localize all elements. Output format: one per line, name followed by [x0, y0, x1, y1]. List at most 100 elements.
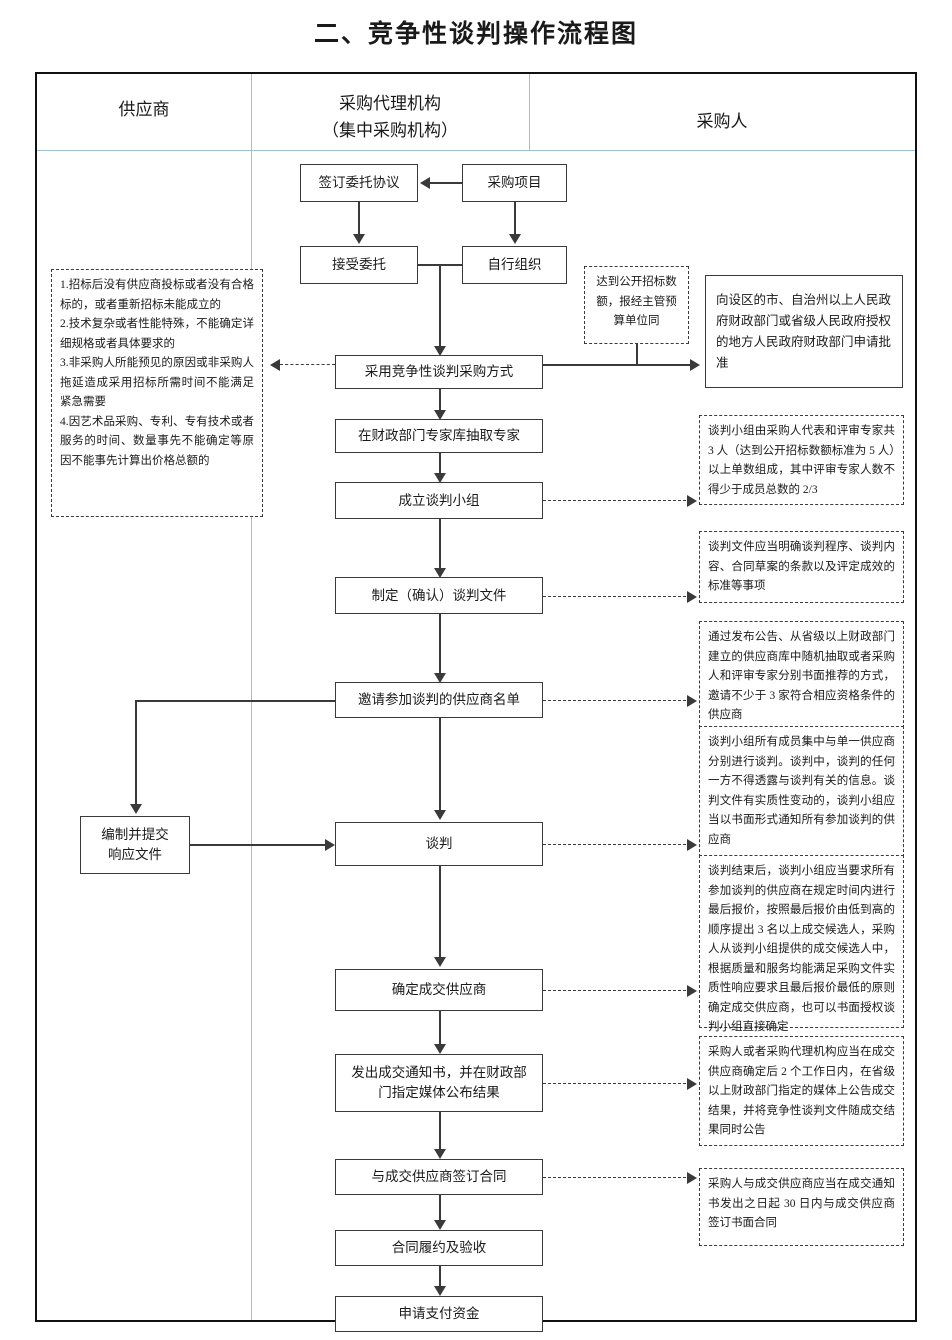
lane-label-agency: 采购代理机构 [339, 94, 441, 113]
node-contract-performance[interactable]: 合同履约及验收 [335, 1230, 543, 1266]
node-issue-notice-line1: 发出成交通知书，并在财政部 [351, 1065, 527, 1080]
connector-adopt-to-approval [543, 364, 696, 366]
note-invite-method-text: 通过发布公告、从省级以上财政部门建立的供应商库中随机抽取或者采购人和评审专家分别… [708, 631, 895, 721]
arrow-to-approval [690, 359, 700, 371]
connector-experts-down [439, 453, 441, 480]
note-public-bid-text: 达到公开招标数额，报经主管预算单位同 [596, 276, 677, 327]
node-negotiation[interactable]: 谈判 [335, 822, 543, 866]
connector-invite-down [439, 718, 441, 816]
connector-project-to-entrust [430, 182, 462, 184]
connector-documents-down [439, 614, 441, 680]
note-final-quote-rule: 谈判结束后，谈判小组应当要求所有参加谈判的供应商在规定时间内进行最后报价，按照最… [699, 855, 904, 1033]
arrow-documents-content [687, 591, 697, 603]
lane-label-purchaser: 采购人 [696, 112, 748, 131]
node-apply-payment[interactable]: 申请支付资金 [335, 1296, 543, 1332]
arrow-invite-down [434, 810, 446, 820]
note-announce-rule: 采购人或者采购代理机构应当在成交供应商确定后 2 个工作日内，在省级以上财政部门… [699, 1036, 904, 1146]
flowchart-frame: 供应商 采购代理机构 （集中采购机构） 采购人 签订委托协议 采购项目 接受委托… [35, 72, 917, 1332]
connector-notice-down [439, 1112, 441, 1156]
connector-bid-note-down [636, 344, 638, 364]
node-determine-supplier[interactable]: 确定成交供应商 [335, 969, 543, 1011]
note-public-bid-amount: 达到公开招标数额，报经主管预算单位同 [584, 266, 689, 344]
lane-divider-supplier-agency [251, 74, 252, 1320]
connector-entrust-down [358, 202, 360, 240]
node-apply-approval[interactable]: 向设区的市、自治州以上人民政府财政部门或省级人民政府授权的地方人民政府财政部门申… [705, 275, 903, 388]
node-form-group[interactable]: 成立谈判小组 [335, 482, 543, 519]
arrow-response-to-negotiation [325, 839, 335, 851]
note-negotiation-rule-text: 谈判小组所有成员集中与单一供应商分别进行谈判。谈判中，谈判的任何一方不得透露与谈… [708, 736, 895, 846]
node-issue-notice-line2: 门指定媒体公布结果 [378, 1085, 500, 1100]
node-draw-experts[interactable]: 在财政部门专家库抽取专家 [335, 419, 543, 453]
node-prepare-response-line2: 响应文件 [108, 847, 162, 862]
note-contract-rule-text: 采购人与成交供应商应当在成交通知书发出之日起 30 日内与成交供应商签订书面合同 [708, 1178, 895, 1229]
lane-label-agency-sub: （集中采购机构） [322, 121, 458, 140]
dashed-link-invite-method [543, 700, 691, 701]
note-invite-method: 通过发布公告、从省级以上财政部门建立的供应商库中随机抽取或者采购人和评审专家分别… [699, 621, 904, 733]
node-invite-list[interactable]: 邀请参加谈判的供应商名单 [335, 682, 543, 718]
connector-invite-to-supplier-v [135, 700, 137, 810]
node-self-organize[interactable]: 自行组织 [462, 246, 567, 284]
lane-divider-agency-purchaser [529, 74, 530, 150]
arrow-entrust-down [353, 234, 365, 244]
arrow-contract-down [434, 1220, 446, 1230]
arrow-documents-down [434, 673, 446, 683]
lane-title-supplier: 供应商 [37, 96, 251, 123]
node-issue-notice[interactable]: 发出成交通知书，并在财政部 门指定媒体公布结果 [335, 1054, 543, 1112]
node-sign-contract[interactable]: 与成交供应商签订合同 [335, 1159, 543, 1195]
arrow-determine-down [434, 1044, 446, 1054]
arrow-notice-down [434, 1149, 446, 1159]
connector-project-down [514, 202, 516, 240]
node-prepare-response[interactable]: 编制并提交 响应文件 [80, 816, 190, 874]
connector-merge-down [439, 264, 441, 354]
arrow-negotiation-down [434, 957, 446, 967]
connector-contract-down [439, 1195, 441, 1227]
arrow-performance-down [434, 1286, 446, 1296]
node-prepare-response-line1: 编制并提交 [101, 827, 169, 842]
dashed-link-negotiation-rule [543, 844, 691, 845]
arrow-project-to-entrust [420, 177, 430, 189]
node-accept-entrust[interactable]: 接受委托 [300, 246, 418, 284]
dashed-link-contract-rule [543, 1177, 691, 1178]
arrow-experts-down [434, 473, 446, 483]
note-negotiation-conditions: 1.招标后没有供应商投标或者没有合格标的，或者重新招标未能成立的 2.技术复杂或… [51, 269, 263, 517]
node-make-documents[interactable]: 制定（确认）谈判文件 [335, 577, 543, 614]
node-adopt-negotiation[interactable]: 采用竞争性谈判采购方式 [335, 355, 543, 389]
connector-performance-down [439, 1266, 441, 1293]
arrow-merge-down [434, 346, 446, 356]
note-contract-rule: 采购人与成交供应商应当在成交通知书发出之日起 30 日内与成交供应商签订书面合同 [699, 1168, 904, 1246]
dashed-link-announce-rule [543, 1083, 691, 1084]
dashed-link-final-quote [543, 990, 691, 991]
arrow-contract-rule [687, 1172, 697, 1184]
note-group-composition: 谈判小组由采购人代表和评审专家共 3 人（达到公开招标数额标准为 5 人）以上单… [699, 415, 904, 505]
page-title: 二、竞争性谈判操作流程图 [313, 21, 638, 48]
arrow-invite-to-supplier [130, 804, 142, 814]
arrow-group-composition [687, 495, 697, 507]
dashed-link-conditions [280, 364, 335, 365]
connector-adopt-down [439, 389, 441, 417]
note-final-quote-text: 谈判结束后，谈判小组应当要求所有参加谈判的供应商在规定时间内进行最后报价，按照最… [708, 865, 895, 1033]
arrow-conditions-left [270, 359, 280, 371]
lane-title-purchaser: 采购人 [529, 108, 915, 135]
header-divider-rule [37, 150, 915, 151]
arrow-project-down [509, 234, 521, 244]
note-negotiation-rule: 谈判小组所有成员集中与单一供应商分别进行谈判。谈判中，谈判的任何一方不得透露与谈… [699, 726, 904, 857]
connector-negotiation-down [439, 866, 441, 964]
note-documents-content-text: 谈判文件应当明确谈判程序、谈判内容、合同草案的条款以及评定成效的标准等事项 [708, 541, 895, 592]
node-entrust-agreement[interactable]: 签订委托协议 [300, 164, 418, 202]
connector-determine-down [439, 1011, 441, 1051]
arrow-negotiation-rule [687, 839, 697, 851]
note-group-composition-text: 谈判小组由采购人代表和评审专家共 3 人（达到公开招标数额标准为 5 人）以上单… [708, 425, 895, 496]
dashed-link-documents-content [543, 596, 691, 597]
connector-group-down [439, 519, 441, 575]
connector-response-to-negotiation [190, 844, 329, 846]
note-announce-rule-text: 采购人或者采购代理机构应当在成交供应商确定后 2 个工作日内，在省级以上财政部门… [708, 1046, 895, 1136]
node-procurement-project[interactable]: 采购项目 [462, 164, 567, 202]
lane-label-supplier: 供应商 [118, 100, 170, 119]
arrow-invite-method [687, 695, 697, 707]
note-conditions-text: 1.招标后没有供应商投标或者没有合格标的，或者重新招标未能成立的 2.技术复杂或… [60, 279, 254, 467]
connector-invite-to-supplier-h [135, 700, 335, 702]
arrow-adopt-down [434, 410, 446, 420]
arrow-final-quote [687, 985, 697, 997]
note-documents-content: 谈判文件应当明确谈判程序、谈判内容、合同草案的条款以及评定成效的标准等事项 [699, 531, 904, 603]
arrow-announce-rule [687, 1078, 697, 1090]
